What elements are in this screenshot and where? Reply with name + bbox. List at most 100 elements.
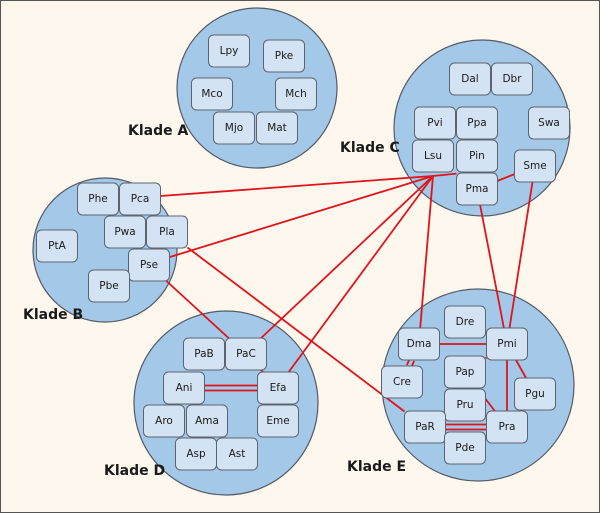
node-pap[interactable]: Pap [444, 355, 486, 389]
node-pwa[interactable]: Pwa [104, 215, 146, 249]
node-pma[interactable]: Pma [456, 172, 498, 206]
node-box [143, 404, 185, 438]
edge-dma-lsu [419, 175, 434, 329]
node-label: Mat [267, 122, 287, 134]
node-lsu[interactable]: Lsu [412, 139, 454, 173]
edge-pca-lsu [160, 175, 434, 197]
node-label: Pra [499, 421, 516, 433]
node-label: Lsu [424, 150, 442, 162]
node-pke[interactable]: Pke [263, 39, 305, 73]
node-efa[interactable]: Efa [257, 371, 299, 405]
node-pvi[interactable]: Pvi [414, 106, 456, 140]
node-mat[interactable]: Mat [256, 111, 298, 145]
node-box [381, 365, 423, 399]
node-asp[interactable]: Asp [175, 437, 217, 471]
edge-pac-lsu [260, 175, 434, 339]
node-pla[interactable]: Pla [146, 215, 188, 249]
node-lpy[interactable]: Lpy [208, 34, 250, 68]
node-ppa[interactable]: Ppa [456, 106, 498, 140]
node-label: Efa [270, 382, 287, 394]
edge-efa-lsu [287, 175, 434, 373]
node-pse[interactable]: Pse [128, 248, 170, 282]
node-box [444, 431, 486, 465]
node-label: Dbr [502, 73, 522, 85]
node-pru[interactable]: Pru [444, 388, 486, 422]
node-box [444, 355, 486, 389]
node-box [104, 215, 146, 249]
node-pta[interactable]: PtA [36, 229, 78, 263]
clade-label-b: Klade B [23, 307, 83, 323]
node-pac[interactable]: PaC [225, 337, 267, 371]
node-pin[interactable]: Pin [456, 139, 498, 173]
node-box [256, 111, 298, 145]
node-box [77, 182, 119, 216]
edge-line [485, 356, 487, 360]
node-box [88, 269, 130, 303]
node-box [398, 327, 440, 361]
edge-par-pra [445, 423, 487, 431]
edge-line [497, 173, 515, 182]
edge-pma-pmi [479, 204, 505, 329]
node-eme[interactable]: Eme [257, 404, 299, 438]
node-label: Dre [456, 316, 475, 328]
node-box [216, 437, 258, 471]
node-box [414, 106, 456, 140]
node-box [119, 182, 161, 216]
node-label: Pbe [99, 280, 118, 292]
node-mjo[interactable]: Mjo [213, 111, 255, 145]
node-dre[interactable]: Dre [444, 305, 486, 339]
edge-line [260, 175, 434, 339]
node-pmi[interactable]: Pmi [486, 327, 528, 361]
node-aro[interactable]: Aro [143, 404, 185, 438]
node-dal[interactable]: Dal [449, 62, 491, 96]
node-swa[interactable]: Swa [528, 106, 570, 140]
node-sme[interactable]: Sme [514, 149, 556, 183]
node-box [191, 77, 233, 111]
node-box [444, 305, 486, 339]
node-label: Pap [456, 366, 475, 378]
node-par[interactable]: PaR [404, 410, 446, 444]
node-box [128, 248, 170, 282]
node-pbe[interactable]: Pbe [88, 269, 130, 303]
node-label: Mco [201, 88, 222, 100]
node-mch[interactable]: Mch [275, 77, 317, 111]
clade-label-c: Klade C [340, 140, 400, 156]
clade-label-e: Klade E [347, 459, 406, 475]
node-pca[interactable]: Pca [119, 182, 161, 216]
node-ani[interactable]: Ani [163, 371, 205, 405]
edge-pse-pac [165, 280, 230, 339]
node-box [146, 215, 188, 249]
node-box [275, 77, 317, 111]
edge-pmi-pgu [515, 359, 527, 379]
node-dbr[interactable]: Dbr [491, 62, 533, 96]
node-box [528, 106, 570, 140]
node-dma[interactable]: Dma [398, 327, 440, 361]
node-ama[interactable]: Ama [186, 404, 228, 438]
node-box [225, 337, 267, 371]
node-label: Lpy [220, 45, 239, 57]
node-label: Pma [466, 183, 489, 195]
node-box [444, 388, 486, 422]
edge-pma-sme [497, 173, 515, 182]
node-label: Swa [538, 117, 560, 129]
node-pab[interactable]: PaB [183, 337, 225, 371]
node-label: Dal [461, 73, 478, 85]
node-label: Aro [155, 415, 173, 427]
node-mco[interactable]: Mco [191, 77, 233, 111]
node-label: Sme [523, 160, 546, 172]
node-box [456, 139, 498, 173]
node-phe[interactable]: Phe [77, 182, 119, 216]
node-label: Ppa [467, 117, 486, 129]
node-ast[interactable]: Ast [216, 437, 258, 471]
node-label: PtA [48, 240, 66, 252]
edge-line [479, 204, 505, 329]
node-pra[interactable]: Pra [486, 410, 528, 444]
node-pde[interactable]: Pde [444, 431, 486, 465]
node-box [404, 410, 446, 444]
node-cre[interactable]: Cre [381, 365, 423, 399]
node-pgu[interactable]: Pgu [514, 377, 556, 411]
node-label: Asp [186, 448, 206, 460]
